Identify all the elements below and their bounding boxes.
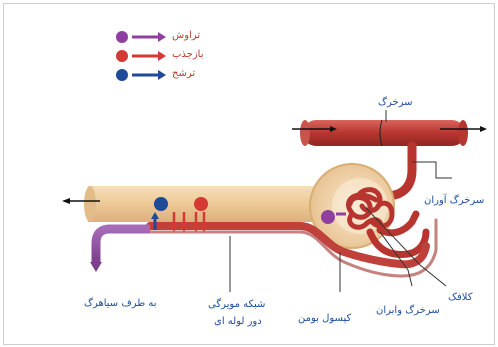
legend-filtration-dot: [116, 69, 128, 81]
legend-label-secretion: تراوش: [172, 30, 200, 42]
label-artery: سرخرگ: [378, 96, 413, 109]
legend-secretion-arrow: [132, 32, 166, 42]
label-peritubular-line1: شبکه مویرگی: [208, 298, 265, 311]
label-glomerulus: کلافک: [448, 291, 472, 304]
label-efferent-arteriole: سرخرگ وابران: [376, 304, 440, 317]
peritubular-capillary-network: [150, 220, 436, 276]
legend: [116, 31, 166, 81]
label-bowman-capsule: کپسول بومن: [298, 312, 351, 325]
vein: [96, 229, 150, 262]
artery: [292, 120, 487, 146]
label-peritubular-line2: دور لوله ای: [214, 315, 262, 328]
label-afferent-arteriole: سرخرگ آوران: [424, 194, 484, 207]
legend-label-reabsorption: بازجذب: [172, 49, 204, 61]
legend-filtration-arrow: [132, 70, 166, 80]
legend-secretion-dot: [116, 31, 128, 43]
legend-label-filtration: ترشح: [172, 68, 195, 80]
legend-reabsorption-arrow: [132, 51, 166, 61]
tubule: [84, 186, 338, 222]
label-to-vein: به طرف سیاهرگ: [84, 297, 157, 310]
legend-reabsorption-dot: [116, 50, 128, 62]
vein-arrow: [90, 262, 102, 272]
